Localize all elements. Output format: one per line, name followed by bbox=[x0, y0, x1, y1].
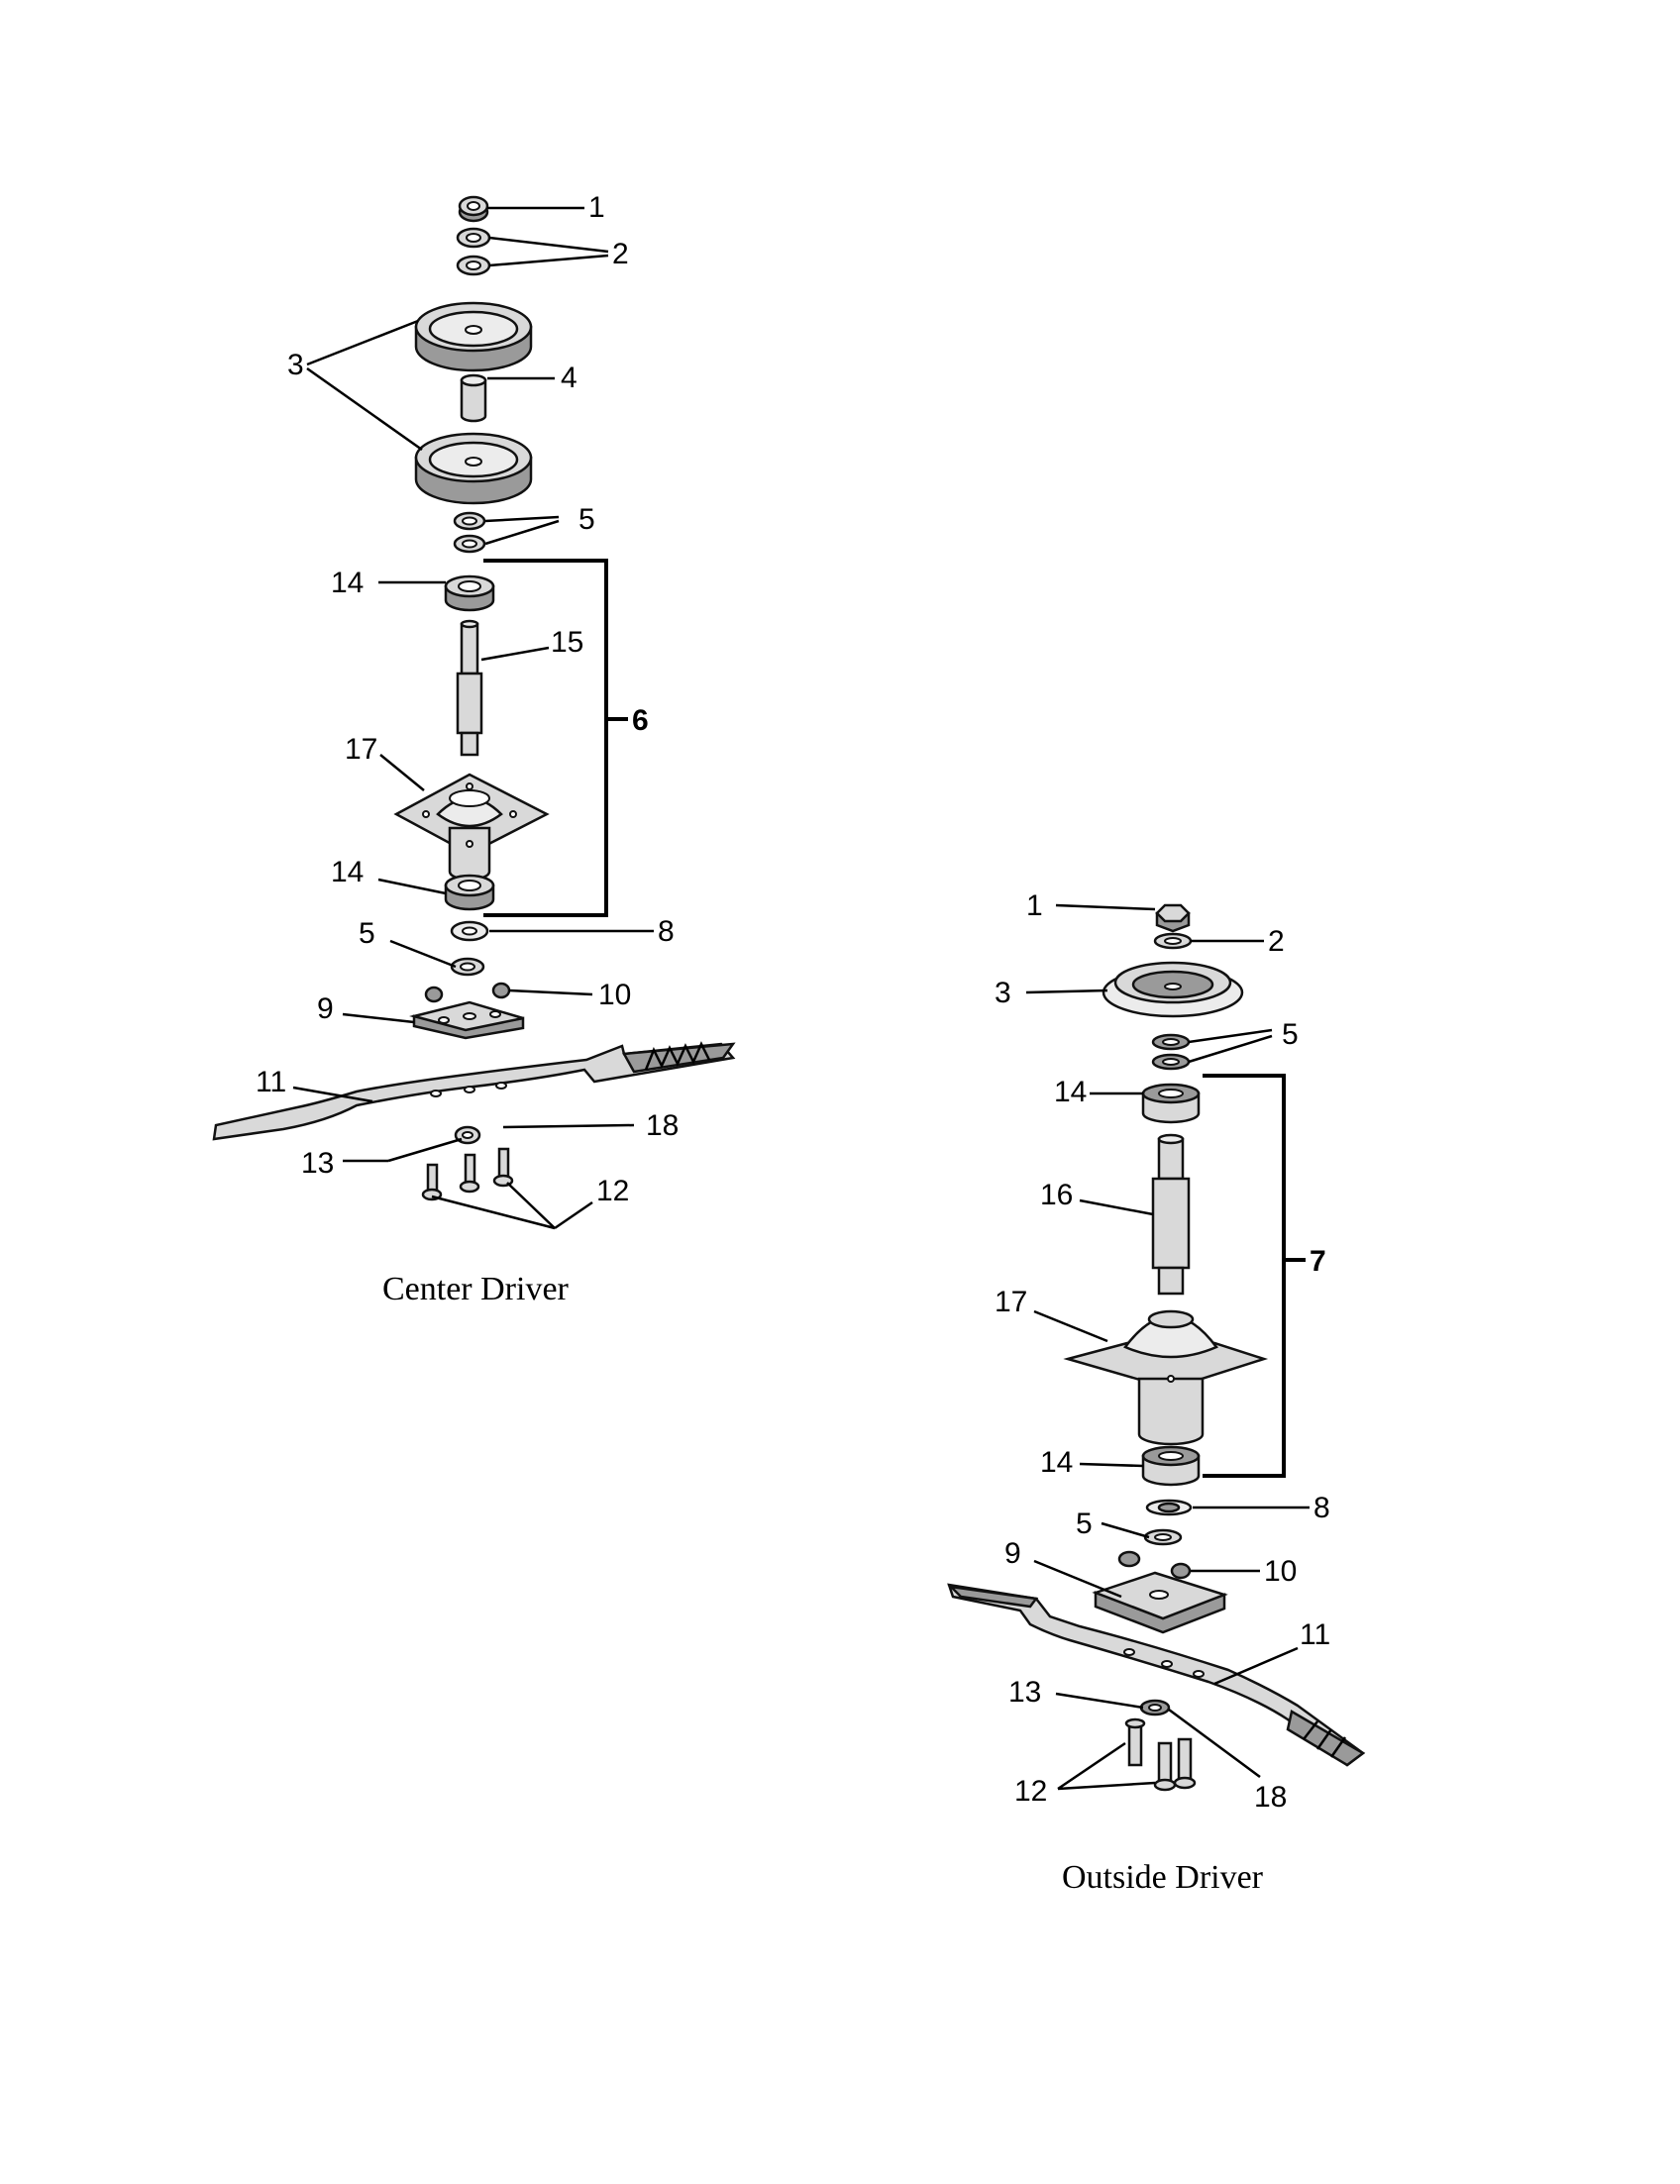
outside-callout-7: 7 bbox=[1310, 1245, 1326, 1278]
outside-part-nuts bbox=[1117, 1550, 1192, 1580]
center-callout-17: 17 bbox=[345, 733, 377, 766]
center-callout-9: 9 bbox=[317, 992, 334, 1025]
center-callout-12: 12 bbox=[596, 1175, 629, 1207]
outside-callout-5-lower: 5 bbox=[1076, 1508, 1093, 1540]
outside-callout-10: 10 bbox=[1264, 1555, 1297, 1588]
center-part-blade bbox=[212, 1041, 736, 1141]
outside-callout-3: 3 bbox=[995, 977, 1011, 1009]
center-leader-lines bbox=[292, 206, 654, 1230]
outside-part-washer-5c bbox=[1143, 1528, 1183, 1546]
center-callout-18: 18 bbox=[646, 1109, 679, 1142]
center-part-washer-8 bbox=[450, 920, 489, 942]
center-part-spacer bbox=[460, 373, 487, 423]
center-part-bearing-bottom bbox=[444, 874, 495, 911]
outside-leader-lines bbox=[1025, 903, 1310, 1791]
outside-part-adapter-plate bbox=[1092, 1571, 1228, 1634]
outside-callout-14-lower: 14 bbox=[1040, 1446, 1073, 1479]
center-part-nuts bbox=[424, 982, 511, 1003]
center-part-pulley-upper bbox=[414, 301, 533, 372]
outside-part-blade bbox=[947, 1583, 1366, 1767]
outside-part-spindle-housing bbox=[1063, 1309, 1269, 1446]
center-callout-8: 8 bbox=[658, 915, 675, 948]
outside-part-bearing-top bbox=[1141, 1083, 1201, 1124]
outside-part-pulley bbox=[1102, 961, 1244, 1018]
outside-part-washer-13 bbox=[1139, 1699, 1171, 1716]
outside-callout-8: 8 bbox=[1313, 1492, 1330, 1524]
outside-callout-11: 11 bbox=[1300, 1618, 1330, 1651]
outside-callout-18: 18 bbox=[1254, 1781, 1287, 1814]
center-callout-3: 3 bbox=[287, 349, 304, 381]
outside-driver-assembly: 1 2 3 5 14 16 7 17 14 8 5 9 10 11 13 12 … bbox=[947, 889, 1366, 1896]
center-part-washer-top bbox=[456, 227, 491, 249]
outside-callout-13: 13 bbox=[1008, 1676, 1041, 1709]
outside-part-washer-2 bbox=[1153, 932, 1193, 950]
outside-part-washer-8 bbox=[1145, 1499, 1193, 1516]
outside-callout-16: 16 bbox=[1040, 1179, 1073, 1211]
outside-callout-1: 1 bbox=[1026, 889, 1043, 922]
outside-callouts: 1 2 3 5 14 16 7 17 14 8 5 9 10 11 13 12 … bbox=[995, 889, 1330, 1814]
center-callout-11: 11 bbox=[256, 1066, 286, 1098]
center-callout-10: 10 bbox=[598, 979, 631, 1011]
center-part-spindle-shaft bbox=[456, 619, 483, 757]
center-part-spindle-housing bbox=[393, 773, 550, 882]
center-callout-13: 13 bbox=[301, 1147, 334, 1180]
center-callout-6: 6 bbox=[632, 704, 649, 737]
center-bracket-6 bbox=[483, 559, 628, 917]
center-callout-5-upper: 5 bbox=[578, 503, 595, 536]
outside-part-washer-5b bbox=[1151, 1053, 1191, 1071]
outside-callout-2: 2 bbox=[1268, 925, 1285, 958]
outside-callout-14-upper: 14 bbox=[1054, 1076, 1087, 1108]
center-driver-assembly: 1 2 3 4 5 14 15 6 17 14 5 8 9 10 11 13 1… bbox=[212, 191, 736, 1307]
center-part-bolts bbox=[421, 1147, 514, 1201]
outside-part-bearing-bottom bbox=[1141, 1445, 1201, 1487]
center-callout-15: 15 bbox=[551, 626, 583, 659]
outside-part-bolts bbox=[1124, 1717, 1197, 1792]
center-part-bearing-top bbox=[444, 574, 495, 612]
center-callout-5-lower: 5 bbox=[359, 917, 375, 950]
center-callouts: 1 2 3 4 5 14 15 6 17 14 5 8 9 10 11 13 1… bbox=[256, 191, 679, 1207]
center-callout-4: 4 bbox=[561, 362, 578, 394]
outside-part-washer-5a bbox=[1151, 1033, 1191, 1051]
center-callout-2: 2 bbox=[612, 238, 629, 270]
outside-callout-9: 9 bbox=[1004, 1537, 1021, 1570]
center-part-adapter-plate bbox=[409, 1000, 525, 1040]
outside-callout-12: 12 bbox=[1014, 1775, 1047, 1808]
outside-part-nut bbox=[1155, 903, 1191, 933]
center-part-washer-5a bbox=[453, 511, 486, 531]
center-driver-caption: Center Driver bbox=[382, 1271, 570, 1307]
outside-callout-5-upper: 5 bbox=[1282, 1018, 1299, 1051]
center-callout-1: 1 bbox=[588, 191, 605, 224]
center-part-pulley-lower bbox=[414, 432, 533, 505]
center-part-washer-mid bbox=[456, 255, 491, 276]
center-callout-14-upper: 14 bbox=[331, 567, 364, 599]
center-part-washer-5c bbox=[450, 957, 485, 977]
outside-callout-17: 17 bbox=[995, 1286, 1027, 1318]
center-callout-14-lower: 14 bbox=[331, 856, 364, 888]
center-part-washer-5b bbox=[453, 534, 486, 554]
outside-bracket-7 bbox=[1203, 1074, 1306, 1478]
outside-driver-caption: Outside Driver bbox=[1062, 1859, 1264, 1896]
center-part-nut bbox=[458, 195, 489, 223]
outside-part-spindle-shaft bbox=[1151, 1133, 1191, 1296]
